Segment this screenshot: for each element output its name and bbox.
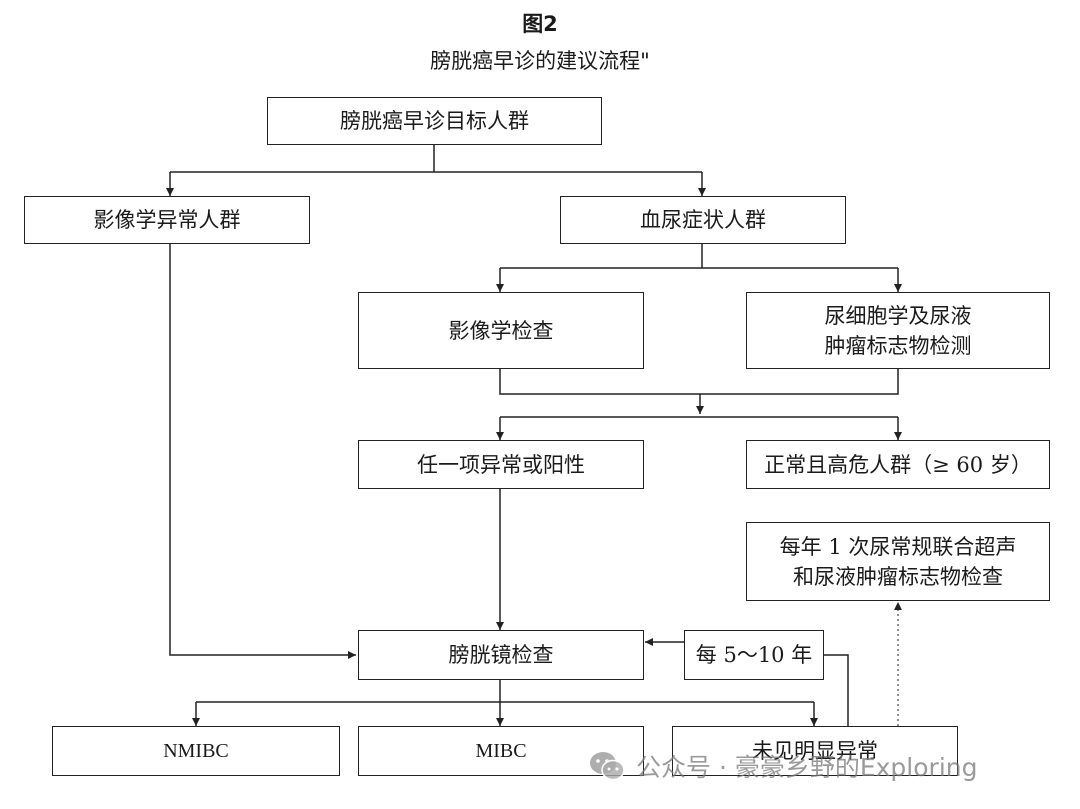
connector-hematuria-split: [500, 244, 898, 269]
node-target-population: 膀胱癌早诊目标人群: [267, 97, 602, 145]
node-annual-screening: 每年 1 次尿常规联合超声 和尿液肿瘤标志物检查: [746, 522, 1050, 601]
wechat-icon: [590, 752, 625, 781]
watermark: 公众号 · 豪豪乡野的Exploring: [588, 748, 977, 784]
arrow-imaging-abnormal-to-cystoscopy: [169, 244, 356, 659]
node-no-abnormality: 未见明显异常: [672, 726, 958, 776]
node-hematuria: 血尿症状人群: [560, 196, 846, 244]
node-any-positive: 任一项异常或阳性: [358, 440, 644, 489]
connector-cystoscopy-split: [196, 680, 814, 703]
node-normal-high-risk: 正常且高危人群（≥ 60 岁）: [746, 440, 1050, 489]
node-nmibc: NMIBC: [52, 726, 340, 776]
connector-target-split: [170, 145, 702, 173]
node-imaging-exam: 影像学检查: [358, 292, 644, 369]
connector-exams-merge: [499, 369, 899, 395]
watermark-text: 公众号 · 豪豪乡野的Exploring: [636, 753, 978, 782]
node-cytology-markers: 尿细胞学及尿液 肿瘤标志物检测: [746, 292, 1050, 369]
figure-label: 图2: [522, 12, 558, 36]
node-interval: 每 5～10 年: [684, 630, 824, 680]
node-cystoscopy: 膀胱镜检查: [358, 630, 644, 680]
figure-title: 膀胱癌早诊的建议流程": [430, 49, 650, 73]
connector-no-abnormality-to-interval: [824, 654, 849, 726]
node-imaging-abnormal: 影像学异常人群: [24, 196, 310, 244]
